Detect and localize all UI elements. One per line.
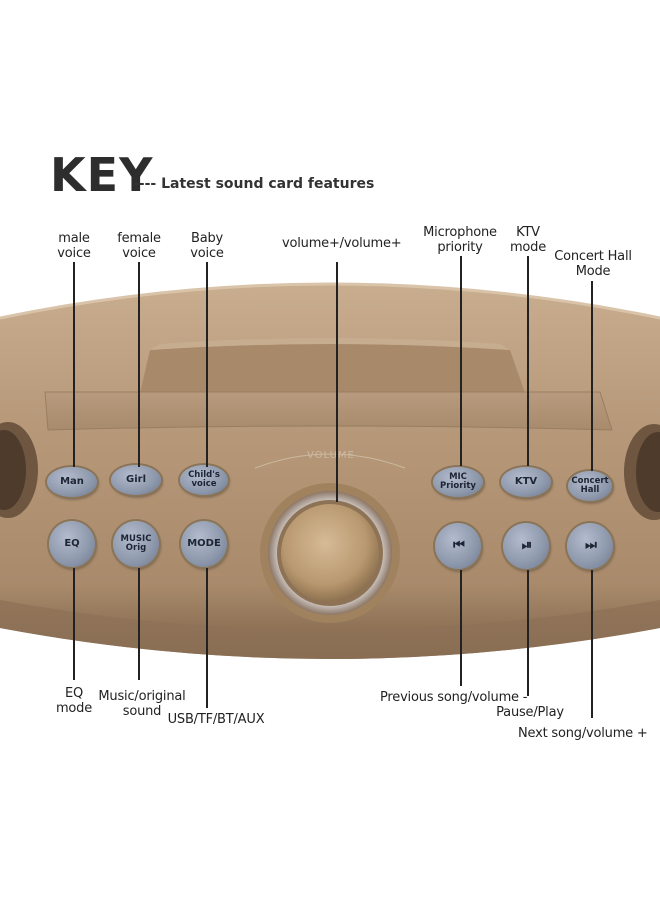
leader-line-play	[527, 570, 529, 696]
leader-line-usb	[206, 568, 208, 708]
speaker-top-edge	[0, 282, 660, 320]
left-port-inner	[0, 430, 26, 510]
page-title: KEY	[50, 148, 154, 202]
label-next-song: Next song/volume +	[518, 726, 648, 741]
girl-button[interactable]: Girl	[111, 465, 161, 495]
label-usb-tf-bt-aux: USB/TF/BT/AUX	[167, 712, 265, 727]
mode-button[interactable]: MODE	[181, 521, 227, 567]
volume-arc	[254, 453, 406, 469]
label-eq-mode: EQ mode	[55, 686, 93, 716]
label-mic-priority: Microphone priority	[423, 225, 497, 255]
volume-knob	[281, 504, 379, 602]
leader-line-mic	[460, 256, 462, 466]
previous-button[interactable]: ⏮	[435, 523, 481, 569]
eq-button[interactable]: EQ	[49, 521, 95, 567]
leader-line-male	[73, 262, 75, 467]
label-pause-play: Pause/Play	[496, 705, 564, 720]
music-orig-button[interactable]: MUSIC Orig	[113, 521, 159, 567]
man-button[interactable]: Man	[47, 467, 97, 497]
label-baby-voice: Baby voice	[190, 231, 224, 261]
leader-line-music	[138, 568, 140, 680]
leader-line-baby	[206, 262, 208, 467]
handle	[140, 344, 525, 393]
label-music-original: Music/original sound	[98, 689, 186, 719]
leader-line-concert	[591, 281, 593, 471]
concert-hall-button[interactable]: Concert Hall	[568, 471, 612, 501]
childs-voice-button[interactable]: Child's voice	[180, 465, 228, 495]
right-port-inner	[636, 432, 660, 512]
label-volume: volume+/volume+	[282, 236, 402, 251]
label-ktv-mode: KTV mode	[509, 225, 547, 255]
leader-line-eq	[73, 568, 75, 680]
label-previous-song: Previous song/volume -	[380, 690, 528, 705]
volume-printed-label: VOLUME	[307, 450, 355, 461]
ktv-button[interactable]: KTV	[501, 467, 551, 497]
label-male-voice: male voice	[57, 231, 91, 261]
mic-priority-button[interactable]: MIC Priority	[433, 467, 483, 497]
leader-line-female	[138, 262, 140, 467]
next-button[interactable]: ⏭	[567, 523, 613, 569]
page-subtitle: ---- Latest sound card features	[133, 176, 375, 192]
handle-ledge	[44, 391, 613, 431]
leader-line-ktv	[527, 256, 529, 466]
label-concert-hall: Concert Hall Mode	[554, 249, 632, 279]
leader-line-volume	[336, 262, 338, 502]
handle-top	[150, 338, 510, 350]
leader-line-prev	[460, 570, 462, 686]
play-pause-button[interactable]: ⏯	[503, 523, 549, 569]
leader-line-next	[591, 570, 593, 718]
label-female-voice: female voice	[117, 231, 161, 261]
speaker-bottom-band	[0, 600, 660, 659]
